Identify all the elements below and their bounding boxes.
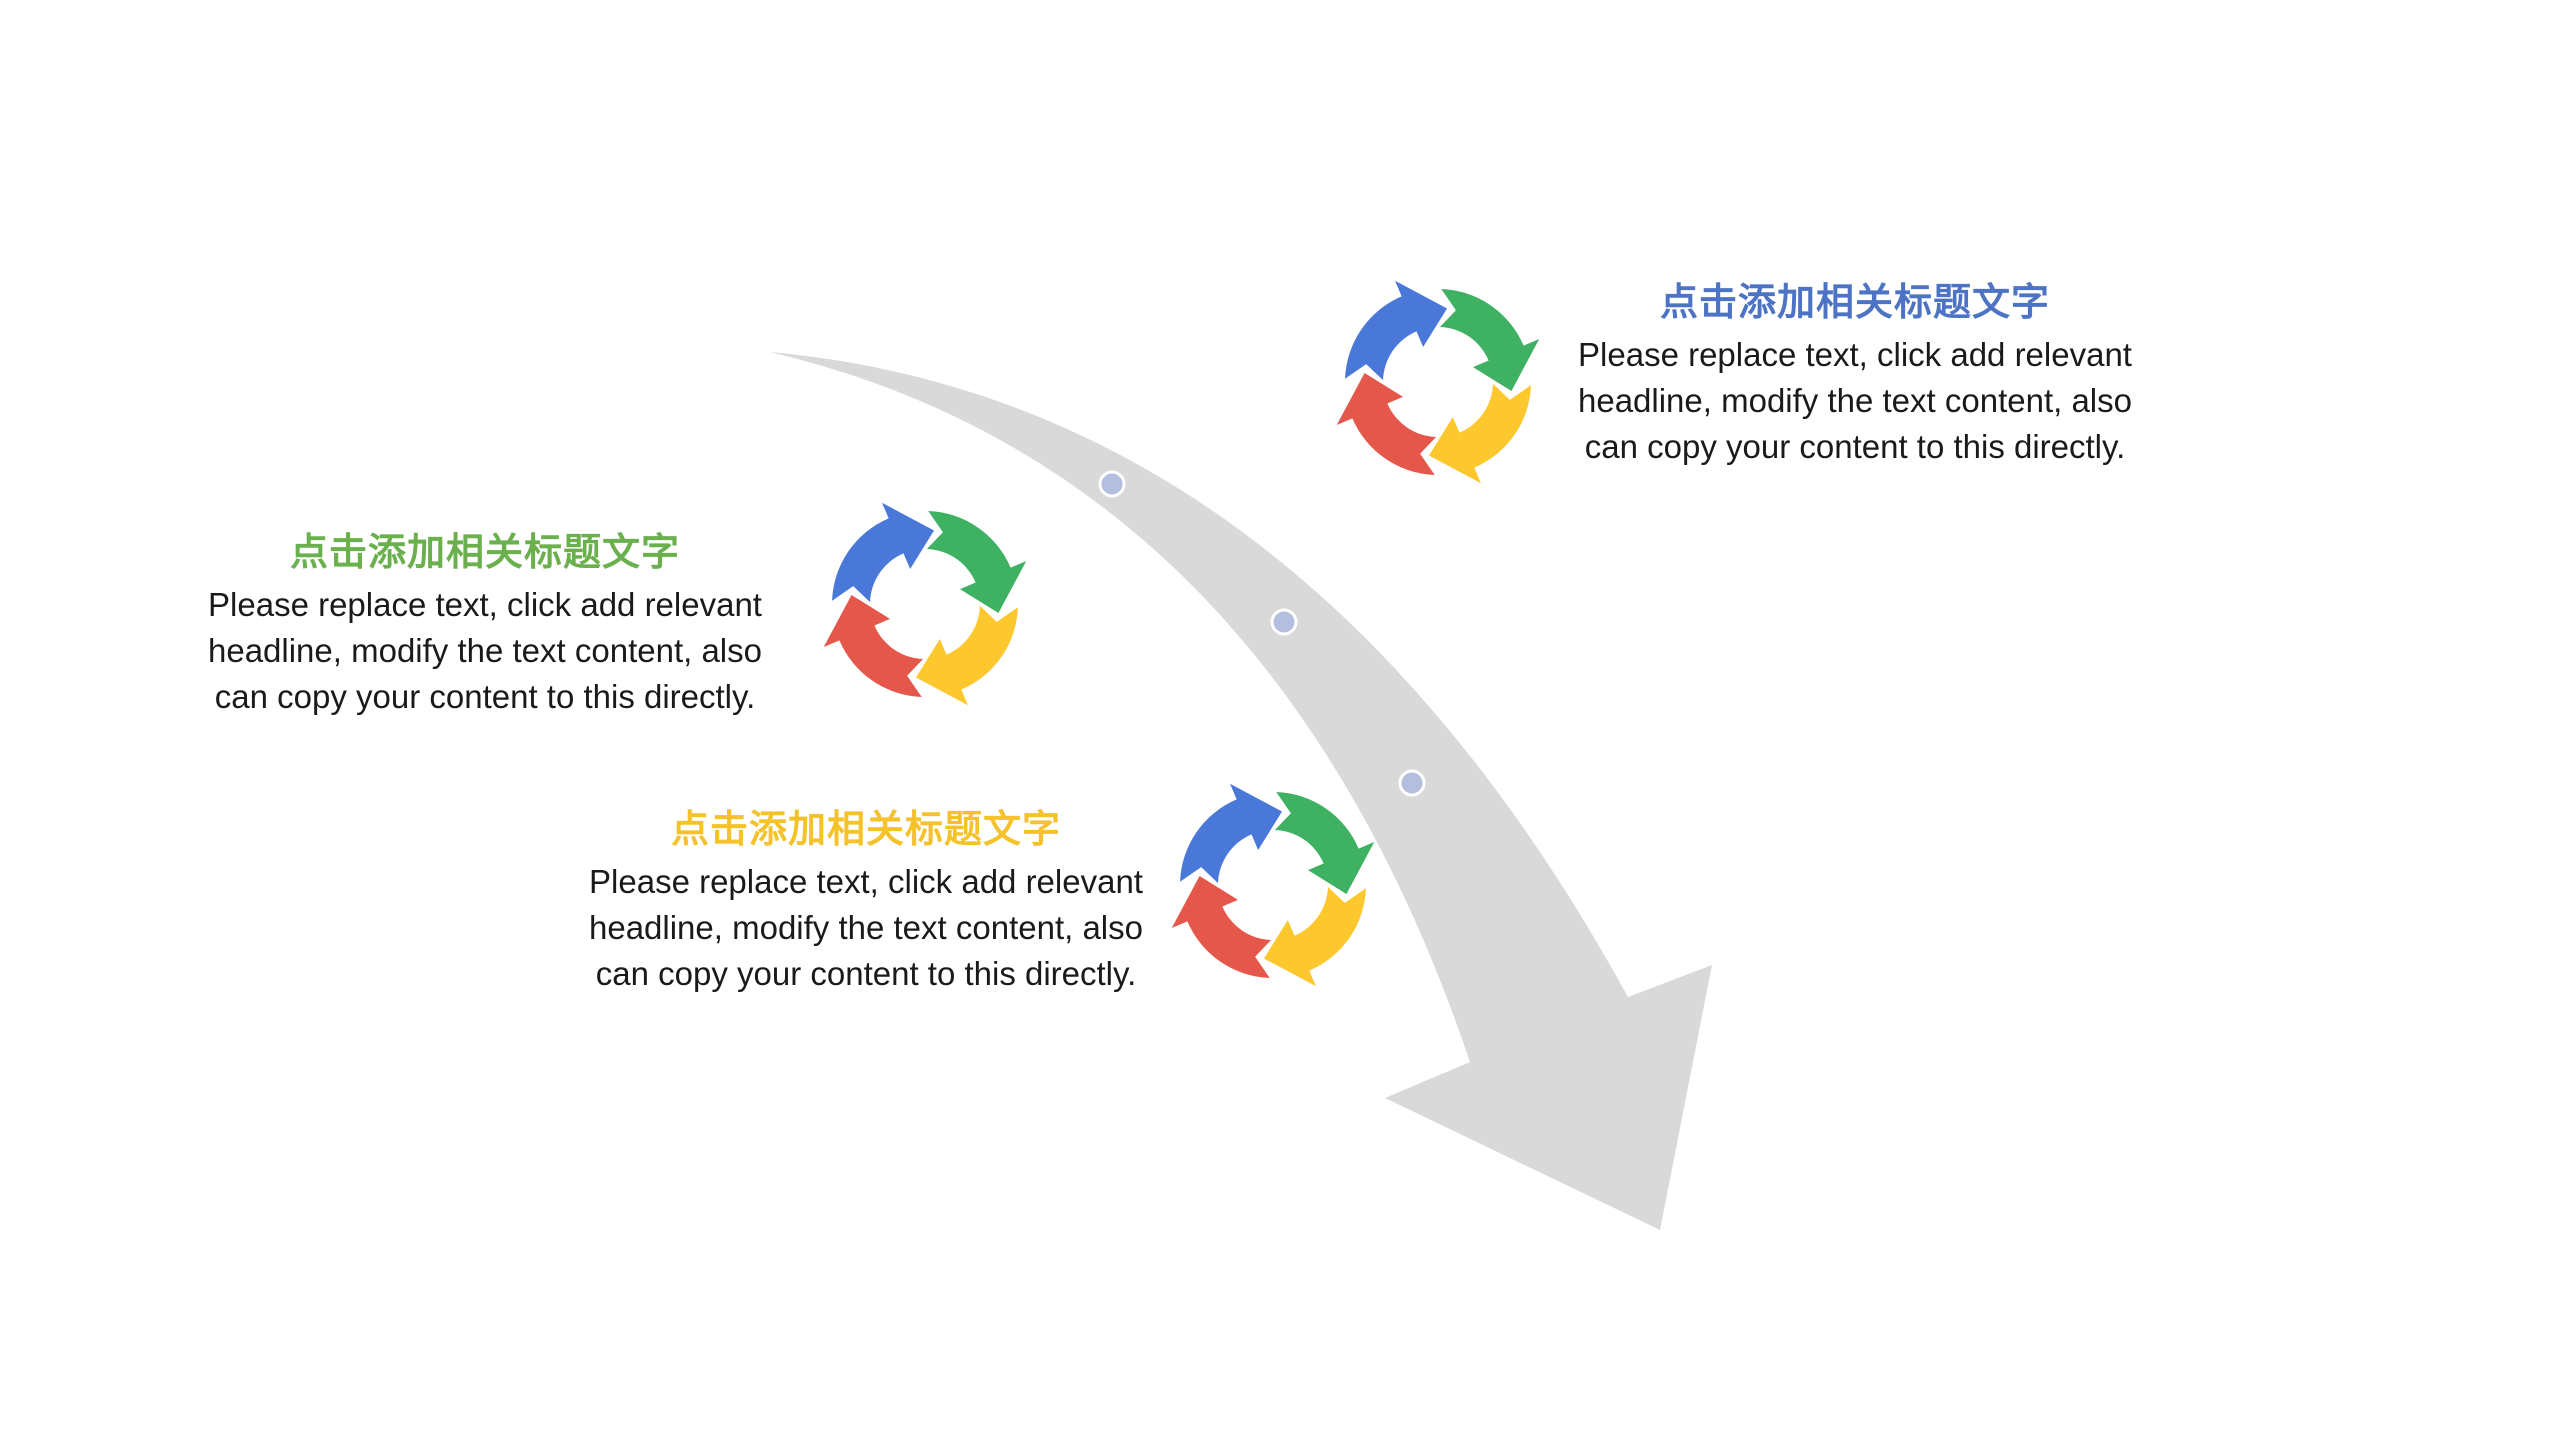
cycle-arrows-icon bbox=[1336, 280, 1540, 484]
cycle-arrows-icon bbox=[823, 502, 1027, 706]
block-body: Please replace text, click add relevant … bbox=[588, 863, 1143, 992]
cycle-arrow-green bbox=[1439, 289, 1540, 392]
block-body: Please replace text, click add relevant … bbox=[207, 586, 762, 715]
cycle-arrow-green bbox=[1274, 792, 1375, 895]
cycle-arrow-yellow bbox=[1428, 383, 1531, 484]
timeline-dot-2 bbox=[1270, 608, 1298, 636]
text-block-middle-left: 点击添加相关标题文字 Please replace text, click ad… bbox=[195, 526, 775, 720]
cycle-arrow-blue bbox=[832, 502, 935, 603]
timeline-dot-3 bbox=[1398, 769, 1426, 797]
timeline-dot-1 bbox=[1098, 470, 1126, 498]
curved-arrow-shape bbox=[770, 352, 1712, 1230]
cycle-arrow-yellow bbox=[915, 605, 1018, 706]
cycle-arrow-green bbox=[926, 511, 1027, 614]
cycle-arrow-blue bbox=[1180, 783, 1283, 884]
text-block-bottom: 点击添加相关标题文字 Please replace text, click ad… bbox=[576, 803, 1156, 997]
cycle-arrow-red bbox=[1336, 372, 1437, 475]
text-block-top-right: 点击添加相关标题文字 Please replace text, click ad… bbox=[1565, 276, 2145, 470]
block-body: Please replace text, click add relevant … bbox=[1577, 336, 2132, 465]
cycle-arrows-icon bbox=[1171, 783, 1375, 987]
block-title: 点击添加相关标题文字 bbox=[670, 807, 1061, 851]
block-title: 点击添加相关标题文字 bbox=[1659, 280, 2050, 324]
cycle-arrow-blue bbox=[1345, 280, 1448, 381]
cycle-arrow-yellow bbox=[1263, 886, 1366, 987]
cycle-arrow-red bbox=[823, 594, 924, 697]
block-title: 点击添加相关标题文字 bbox=[289, 530, 680, 574]
cycle-arrow-red bbox=[1171, 875, 1272, 978]
